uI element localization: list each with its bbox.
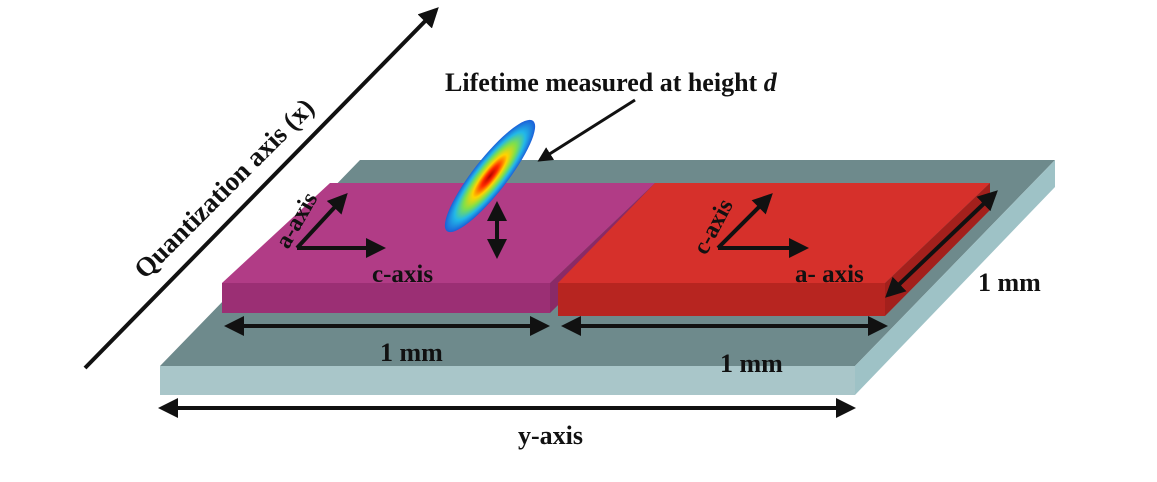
- depth-dimension-label: 1 mm: [978, 268, 1041, 297]
- substrate-front: [160, 366, 855, 395]
- left-crystal-front: [222, 283, 550, 313]
- lifetime-note-text: Lifetime measured at height: [445, 68, 764, 97]
- right-width-label: 1 mm: [720, 349, 783, 378]
- right-c-axis-arrow: [716, 193, 773, 250]
- lifetime-note-height-var: d: [764, 68, 778, 97]
- right-crystal-top: [558, 183, 990, 283]
- depth-dimension-arrow: [885, 190, 998, 298]
- right-a-axis-label: a- axis: [795, 261, 864, 288]
- right-crystal-front: [558, 283, 885, 316]
- left-width-label: 1 mm: [380, 338, 443, 367]
- left-c-axis-label: c-axis: [372, 261, 433, 288]
- y-axis-label: y-axis: [518, 421, 583, 450]
- left-a-axis-arrow: [295, 193, 348, 250]
- lifetime-note: Lifetime measured at height d: [445, 68, 778, 97]
- atom-cloud-icon: [444, 119, 536, 233]
- lifetime-pointer-arrow: [537, 98, 636, 162]
- quantization-axis-arrow: [83, 7, 439, 370]
